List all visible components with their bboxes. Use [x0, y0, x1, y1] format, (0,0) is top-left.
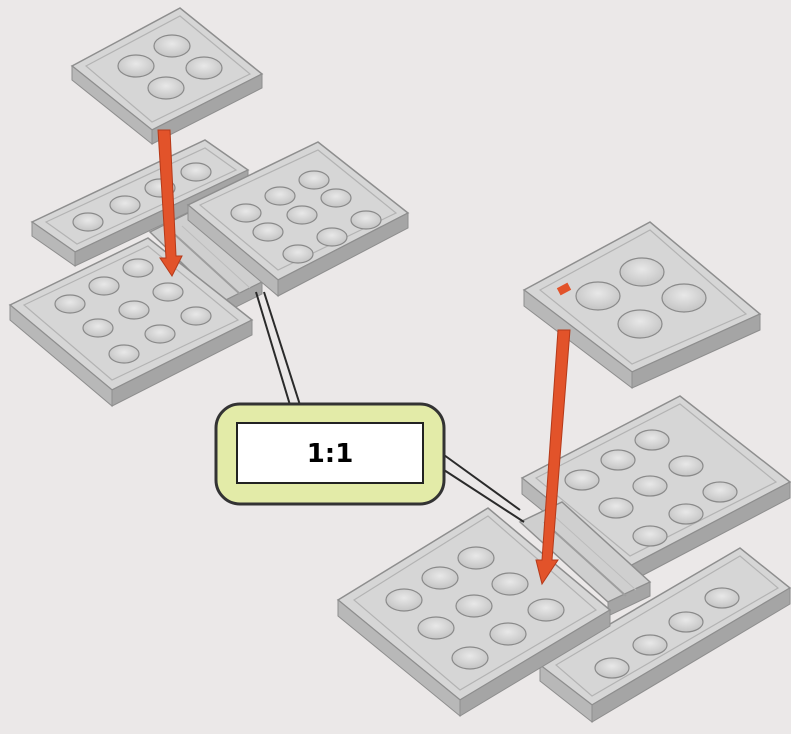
down-arrow-icon: [535, 329, 571, 586]
plate-left-front: [8, 237, 254, 408]
plate-left-top-2x2: [70, 7, 264, 146]
plate-right-front-2x3: [336, 507, 612, 718]
plate-right-front-1x4: [538, 547, 791, 724]
stud-group: [117, 34, 223, 100]
marker-icon: [556, 282, 572, 296]
plate-right-back: [520, 395, 791, 584]
plate-left-right: [186, 141, 410, 298]
stud-group: [564, 429, 738, 547]
stud-group: [54, 258, 212, 364]
stud-group: [594, 587, 740, 679]
stud-group: [575, 257, 707, 339]
stud-group: [385, 546, 565, 670]
callout-leaders: [255, 291, 525, 523]
scale-label: 1:1: [307, 439, 354, 469]
down-arrow-icon: [157, 129, 183, 277]
scale-callout: 1:1: [214, 402, 446, 506]
stud-group: [230, 170, 382, 264]
plate-right-top-2x2: [522, 221, 762, 390]
